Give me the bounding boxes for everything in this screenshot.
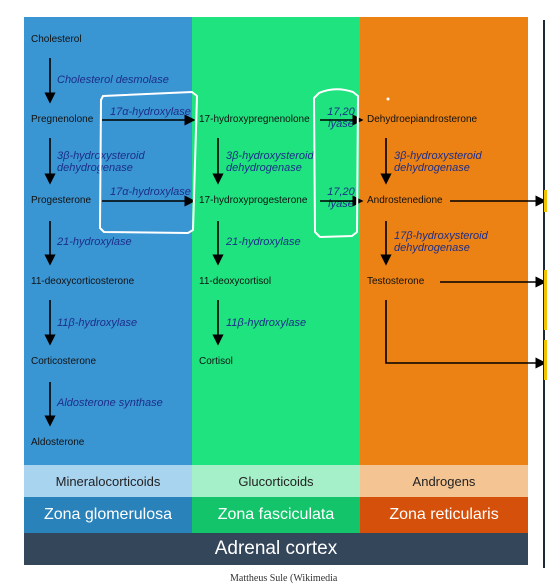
annotation-dot — [386, 97, 390, 101]
enzyme-3b-hsd-mineral: 3β-hydroxysteroid dehydrogenase — [57, 150, 145, 174]
enzyme-aldosterone-synthase: Aldosterone synthase — [57, 397, 163, 409]
zona-glomerulosa-column — [24, 17, 192, 465]
enzyme-17-20-lyase-top: 17,20 lyase — [327, 106, 355, 130]
compound-cholesterol: Cholesterol — [31, 34, 82, 45]
edge-strip-2 — [544, 270, 547, 330]
compound-testosterone: Testosterone — [367, 276, 425, 287]
compound-11-deoxycorticosterone: 11-deoxycorticosterone — [31, 276, 135, 287]
enzyme-11b-hydroxylase-gluco: 11β-hydroxylase — [226, 317, 307, 329]
class-glucorticoids: Glucorticoids — [192, 465, 360, 497]
compound-17-hydroxyprogesterone: 17-hydroxyprogesterone — [199, 195, 308, 206]
class-androgens: Androgens — [360, 465, 528, 497]
compound-androstenedione: Androstenedione — [367, 195, 443, 206]
compound-17-hydroxypregnenolone: 17-hydroxypregnenolone — [199, 114, 310, 125]
edge-strip-1 — [544, 190, 547, 212]
image-credit: Mattheus Sule (Wikimedia — [230, 573, 338, 584]
compound-cortisol: Cortisol — [199, 356, 233, 367]
zona-fasciculata-column — [192, 17, 360, 465]
enzyme-17a-hydroxylase-bottom: 17α-hydroxylase — [110, 186, 191, 198]
zona-reticularis-column — [360, 17, 528, 465]
arrow-testosterone-down-out — [385, 300, 547, 369]
enzyme-11b-hydroxylase-mineral: 11β-hydroxylase — [57, 317, 138, 329]
enzyme-cholesterol-desmolase: Cholesterol desmolase — [57, 74, 169, 86]
compound-progesterone: Progesterone — [31, 195, 92, 206]
handwritten-box-17a-hydroxylase — [99, 91, 198, 234]
enzyme-21-hydroxylase-gluco: 21-hydroxylase — [226, 236, 301, 248]
handwritten-box-17-20-lyase — [313, 88, 359, 238]
zone-reticularis-label: Zona reticularis — [360, 497, 528, 533]
enzyme-3b-hsd-gluco: 3β-hydroxysteroid dehydrogenase — [226, 150, 314, 174]
enzyme-17a-hydroxylase-top: 17α-hydroxylase — [110, 106, 191, 118]
enzyme-21-hydroxylase-mineral: 21-hydroxylase — [57, 236, 132, 248]
compound-11-deoxycortisol: 11-deoxycortisol — [199, 276, 272, 287]
compound-corticosterone: Corticosterone — [31, 356, 97, 367]
zone-glomerulosa-label: Zona glomerulosa — [24, 497, 192, 533]
class-mineralocorticoids: Mineralocorticoids — [24, 465, 192, 497]
edge-strip-3 — [544, 340, 547, 380]
compound-aldosterone: Aldosterone — [31, 437, 85, 448]
compound-dhea: Dehydroepiandrosterone — [367, 114, 478, 125]
enzyme-3b-hsd-andro: 3β-hydroxysteroid dehydrogenase — [394, 150, 482, 174]
adrenal-cortex-title: Adrenal cortex — [24, 533, 528, 565]
compound-pregnenolone: Pregnenolone — [31, 114, 94, 125]
zone-fasciculata-label: Zona fasciculata — [192, 497, 360, 533]
enzyme-17b-hsd: 17β-hydroxysteroid dehydrogenase — [394, 230, 488, 254]
